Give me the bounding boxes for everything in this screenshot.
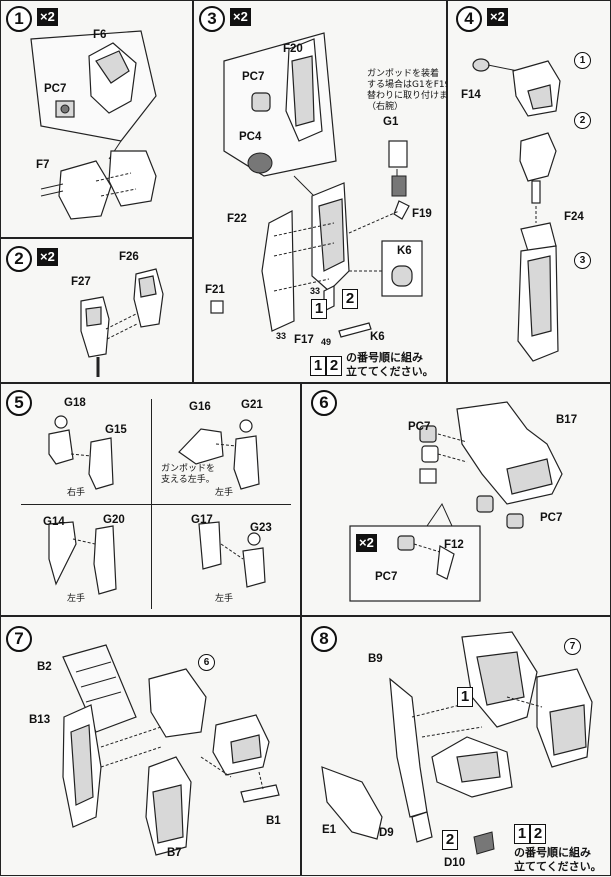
caption-left-hand-3: 左手: [215, 594, 234, 604]
step-number: 2: [6, 246, 32, 272]
part-label-f12: F12: [444, 539, 464, 551]
step-number: 3: [199, 6, 225, 32]
step-ref-2: 2: [574, 112, 591, 129]
part-label-pc7: PC7: [242, 71, 265, 83]
part-label-f19: F19: [412, 208, 432, 220]
runner-number-33b: 33: [276, 331, 287, 341]
part-label-pc7-b: PC7: [540, 512, 563, 524]
part-label-b2: B2: [37, 661, 52, 673]
step-5-panel: 5 G18 G15 右手 G16 G21 ガンポッドを 支える左手。 左手 G1…: [0, 383, 301, 616]
step-4-panel: 4 ×2 1 F14 2 F24 3: [447, 0, 611, 383]
part-label-g21: G21: [241, 399, 263, 411]
part-label-b1: B1: [266, 815, 281, 827]
step-3-drawing: [210, 32, 423, 338]
part-label-g15: G15: [105, 424, 127, 436]
part-label-g16: G16: [189, 401, 211, 413]
part-label-f27: F27: [71, 276, 91, 288]
part-label-f7: F7: [36, 159, 50, 171]
part-label-g17: G17: [191, 514, 213, 526]
step-number: 5: [6, 390, 32, 416]
part-label-f22: F22: [227, 213, 247, 225]
part-label-pc7: PC7: [44, 83, 67, 95]
part-label-f21: F21: [205, 284, 225, 296]
caption-left-hand-2: 左手: [67, 594, 86, 604]
order-box-1: 1: [311, 299, 327, 319]
quantity-badge: ×2: [37, 248, 58, 266]
caption-left-hand-1: 左手: [215, 488, 234, 498]
order-box-2: 2: [342, 289, 358, 309]
step-ref-6: 6: [198, 654, 215, 671]
step-6-drawing: [349, 401, 563, 602]
step-6-panel: 6 PC7 B17 PC7 ×2 F12 PC7: [301, 383, 611, 616]
order-box-2: 2: [442, 830, 458, 850]
order-legend-box-1: 1: [310, 356, 326, 376]
step-3-panel: 3 ×2 F20 PC7: [193, 0, 465, 383]
step-number: 6: [311, 390, 337, 416]
part-label-d10: D10: [444, 857, 466, 869]
part-label-g23: G23: [250, 522, 272, 534]
step-2-drawing: [80, 268, 164, 377]
step-4-drawing: [472, 58, 561, 362]
part-label-f14: F14: [461, 89, 481, 101]
part-label-b17: B17: [556, 414, 578, 426]
part-label-b7: B7: [167, 847, 182, 859]
part-label-b9: B9: [368, 653, 383, 665]
order-legend-box-2: 2: [326, 356, 342, 376]
order-legend-box-1: 1: [514, 824, 530, 844]
step-number: 7: [6, 626, 32, 652]
gunpod-support-note: ガンポッドを 支える左手。: [161, 464, 216, 485]
order-legend-box-2: 2: [530, 824, 546, 844]
grid-divider-horizontal: [21, 504, 291, 505]
part-label-b13: B13: [29, 714, 51, 726]
part-label-g18: G18: [64, 397, 86, 409]
order-box-1: 1: [457, 687, 473, 707]
part-label-g1: G1: [383, 116, 399, 128]
step-5-drawing: [48, 415, 266, 595]
quantity-badge: ×2: [230, 8, 251, 26]
step-ref-3: 3: [574, 252, 591, 269]
step-ref-7: 7: [564, 638, 581, 655]
step-1-panel: 1 ×2 F6 PC7 F7: [0, 0, 193, 238]
step-1-drawing: [30, 30, 157, 220]
part-label-f17: F17: [294, 334, 314, 346]
part-label-pc7-a: PC7: [408, 421, 431, 433]
quantity-badge: ×2: [37, 8, 58, 26]
part-label-f20: F20: [283, 43, 303, 55]
step-number: 1: [6, 6, 32, 32]
part-label-d9: D9: [379, 827, 394, 839]
step-number: 4: [456, 6, 482, 32]
step-7-drawing: [62, 644, 280, 856]
step-8-drawing: [321, 631, 593, 855]
part-label-f6: F6: [93, 29, 107, 41]
runner-number-49: 49: [321, 337, 332, 347]
part-label-k6-lower: K6: [370, 331, 385, 343]
caption-right-hand: 右手: [67, 488, 86, 498]
step-2-panel: 2 ×2 F26 F27: [0, 238, 193, 383]
part-label-g20: G20: [103, 514, 125, 526]
quantity-badge: ×2: [356, 534, 377, 552]
gunpod-note: ガンポッドを装着 する場合はG1をF19の 替わりに取り付けます。 （右腕）: [367, 69, 466, 112]
assembly-order-note: の番号順に組み 立ててください。: [346, 351, 434, 378]
part-label-pc4: PC4: [239, 131, 262, 143]
part-label-e1: E1: [322, 824, 337, 836]
step-7-panel: 7 B2 6 B13 B1 B7: [0, 616, 301, 876]
step-ref-1: 1: [574, 52, 591, 69]
runner-number-33a: 33: [310, 286, 321, 296]
quantity-badge: ×2: [487, 8, 508, 26]
part-label-g14: G14: [43, 516, 65, 528]
part-label-f24: F24: [564, 211, 584, 223]
assembly-order-note: の番号順に組み 立ててください。: [514, 846, 602, 873]
part-label-f26: F26: [119, 251, 139, 263]
part-label-k6-upper: K6: [397, 245, 412, 257]
step-number: 8: [311, 626, 337, 652]
step-8-panel: 8 B9 7 1 E1 D9 2 D10 1 2 の番号順に組み 立ててください…: [301, 616, 611, 876]
part-label-pc7-c: PC7: [375, 571, 398, 583]
